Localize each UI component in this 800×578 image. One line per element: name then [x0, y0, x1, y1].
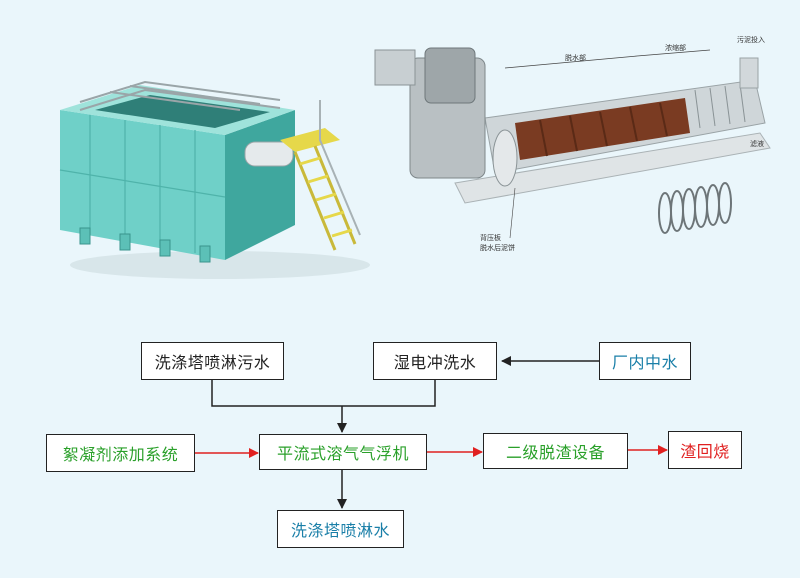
label-dewatering-section: 脱水部: [565, 53, 586, 62]
label-dewatered-cake: 脱水后泥饼: [480, 243, 515, 252]
label-sludge-inlet: 污泥投入: [737, 35, 765, 44]
dewatering-screw-image: 脱水部 浓缩部 污泥投入 滤液 背压板 脱水后泥饼: [374, 35, 771, 252]
node-flocculant-system: 絮凝剂添加系统: [46, 434, 195, 472]
label-back-pressure-plate: 背压板: [480, 233, 501, 242]
label-thickening-section: 浓缩部: [665, 43, 686, 52]
label-filtrate: 滤液: [750, 139, 764, 148]
flotation-machine-image: [59, 80, 370, 279]
node-scrubber-wastewater: 洗涤塔喷淋污水: [141, 342, 284, 380]
node-wet-esp-wash: 湿电冲洗水: [373, 342, 497, 380]
node-scrubber-spray-water: 洗涤塔喷淋水: [277, 510, 404, 548]
connector-wet-esp-wash: [342, 380, 436, 407]
node-secondary-deslagging: 二级脱渣设备: [483, 433, 628, 469]
node-plant-reclaimed-water: 厂内中水: [599, 342, 691, 380]
node-flotation-machine: 平流式溶气气浮机: [259, 434, 427, 470]
connector-scrubber-wastewater: [211, 380, 342, 407]
node-slag-incineration: 渣回烧: [668, 431, 742, 469]
